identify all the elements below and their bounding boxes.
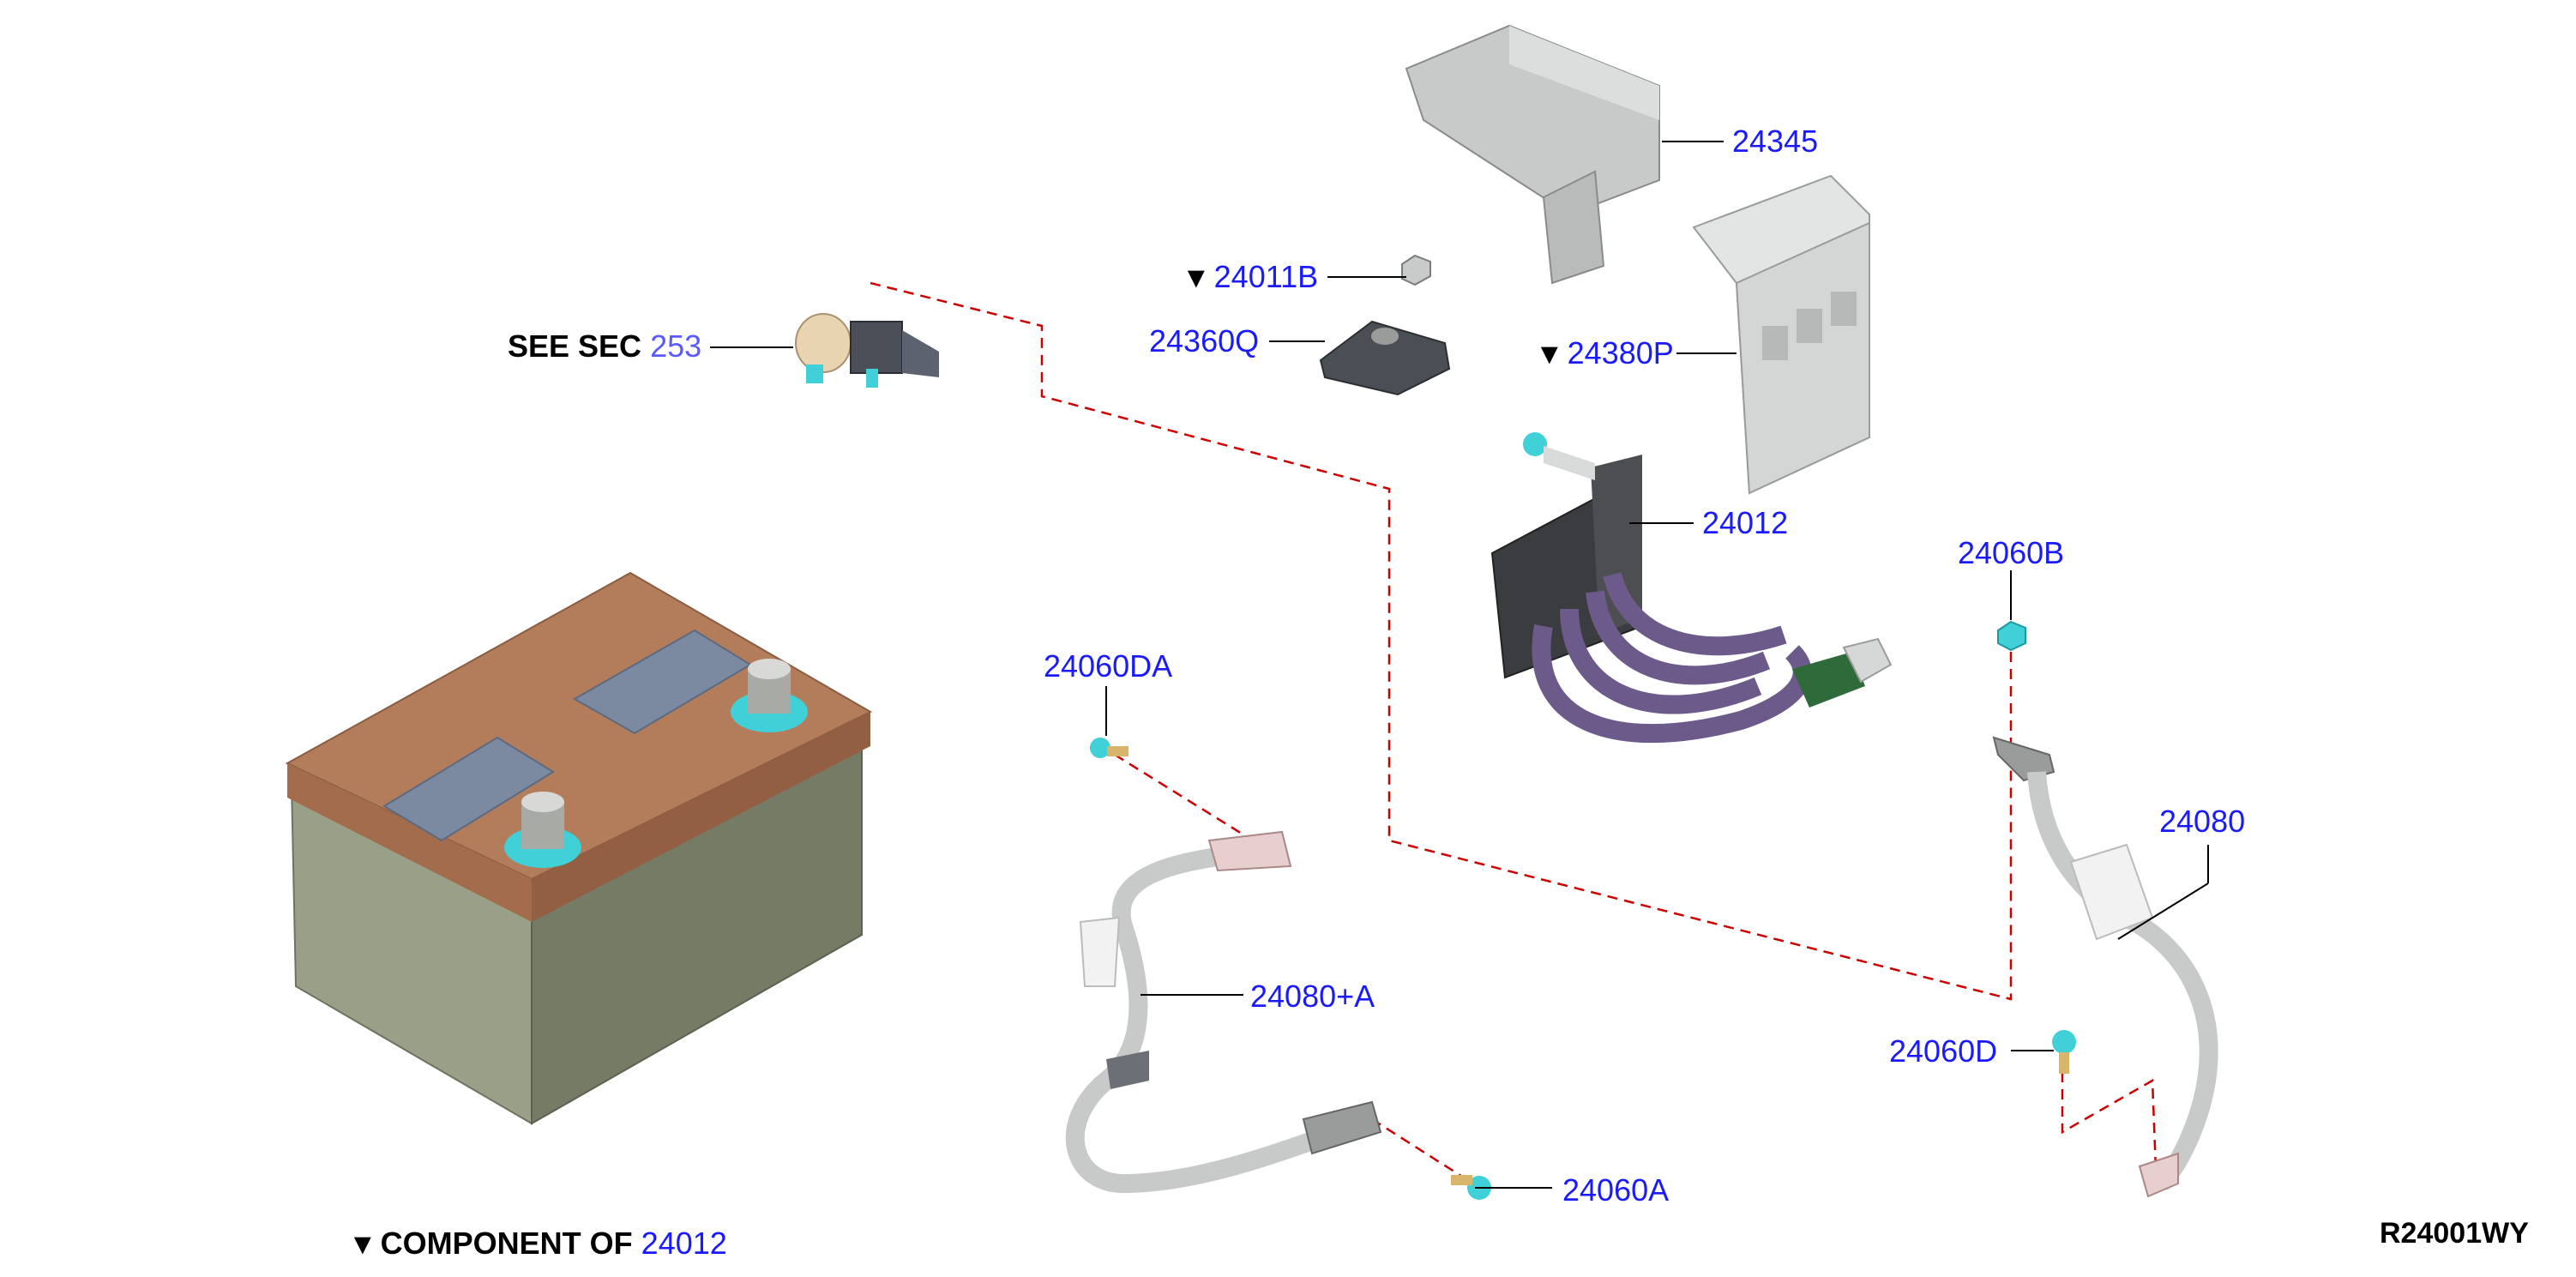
part-label-24080[interactable]: 24080 [2159, 804, 2246, 839]
part-label-24080A[interactable]: 24080+A [1250, 979, 1375, 1014]
cable-24080-illustration [1992, 736, 2218, 1198]
marker-triangle: ▼ [1182, 262, 1211, 294]
part-label-24012[interactable]: 24012 [1702, 505, 1789, 540]
harness-24012-illustration [1490, 432, 1893, 744]
bolt-24060D-illustration [2052, 1030, 2076, 1074]
diagram-code: R24001WY [2380, 1217, 2529, 1250]
part-label-24011B[interactable]: 24011B [1213, 259, 1319, 294]
part-label-24345[interactable]: 24345 [1732, 123, 1819, 159]
see-section-reference: SEE SEC 253 [508, 329, 701, 364]
terminal-24360Q-illustration [1319, 320, 1451, 396]
part-label-24011B-wrap: ▼24011B [1182, 260, 1318, 295]
part-label-24380P[interactable]: 24380P [1567, 335, 1674, 370]
cover-24345-illustration [1405, 24, 1660, 285]
dashed-leader-line [870, 281, 2013, 1001]
dashed-leader-24060D [2061, 1072, 2158, 1193]
battery-illustration [285, 571, 873, 1125]
marker-triangle: ▼ [1535, 338, 1564, 370]
part-label-24060D[interactable]: 24060D [1889, 1033, 1998, 1069]
dashed-leader-24060A [1371, 1117, 1467, 1181]
cable-24080A-illustration [1065, 830, 1382, 1194]
nut-24011B-illustration [1401, 254, 1431, 286]
footnote-marker: ▼ [348, 1228, 377, 1261]
part-label-24360Q[interactable]: 24360Q [1149, 323, 1260, 358]
see-section-link[interactable]: 253 [650, 328, 702, 364]
bolt-24060DA-illustration [1090, 738, 1129, 758]
part-label-24380P-wrap: ▼24380P [1535, 336, 1674, 371]
part-label-24060B[interactable]: 24060B [1958, 535, 2065, 570]
footnote-ref-link[interactable]: 24012 [641, 1226, 727, 1261]
footnote-text: COMPONENT OF [380, 1226, 633, 1261]
nut-24060B-illustration [1997, 620, 2026, 652]
fuse-block-24380P-illustration [1692, 174, 1870, 495]
part-label-24060DA[interactable]: 24060DA [1044, 648, 1173, 684]
sensor-253-illustration [795, 313, 939, 388]
footnote: ▼COMPONENT OF 24012 [348, 1226, 727, 1262]
part-label-24060A[interactable]: 24060A [1562, 1172, 1670, 1208]
label-leaders [710, 141, 2209, 1189]
see-section-prefix: SEE SEC [508, 328, 642, 364]
